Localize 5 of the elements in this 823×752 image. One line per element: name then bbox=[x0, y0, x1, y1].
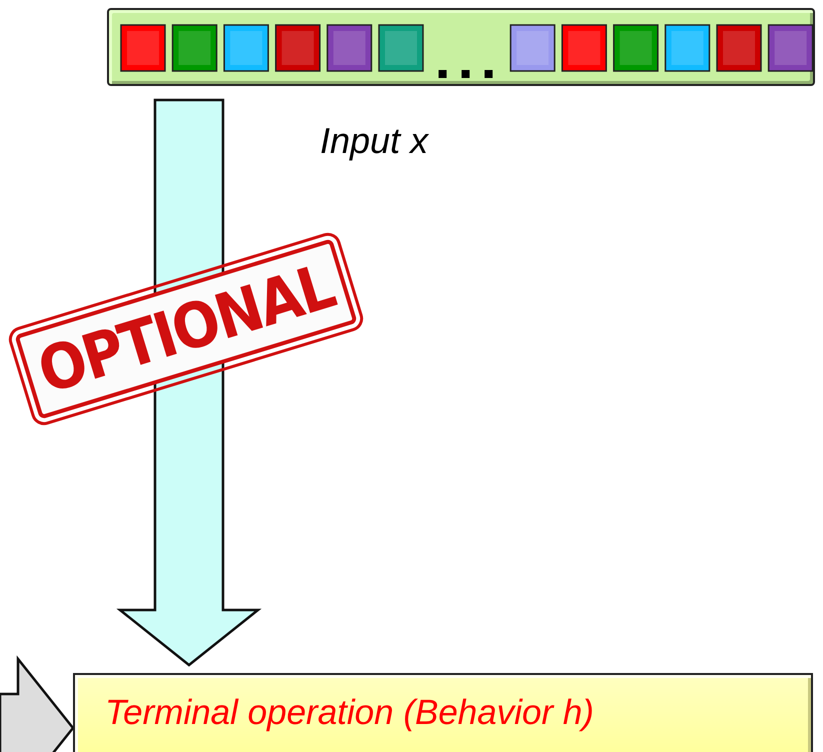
terminal-operation-box bbox=[73, 673, 813, 752]
operation-label: Terminal operation (Behavior h) bbox=[105, 693, 594, 733]
block-arrow bbox=[0, 655, 75, 752]
input-label: Input x bbox=[320, 120, 428, 162]
input-stream-bar bbox=[107, 8, 815, 86]
